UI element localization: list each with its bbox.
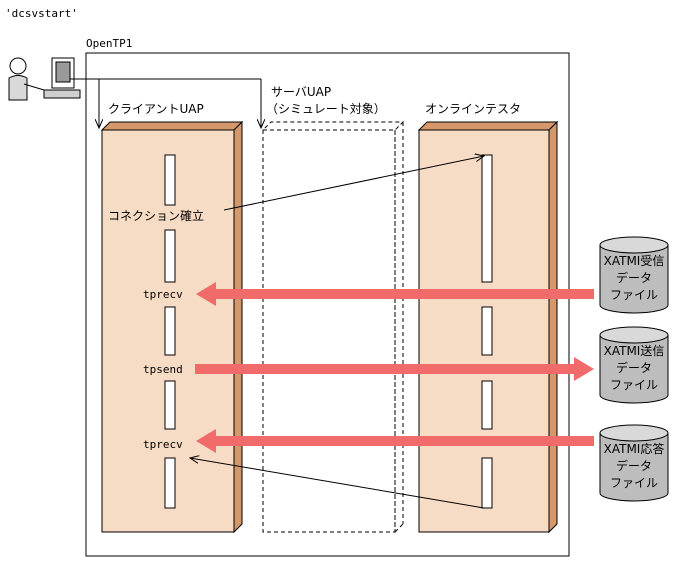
file3-line1: XATMI応答 bbox=[604, 441, 665, 456]
receive-data-arrow-1 bbox=[196, 282, 594, 306]
client-uap-label: クライアントUAP bbox=[108, 102, 204, 116]
tprecv-label-1: tprecv bbox=[143, 288, 183, 301]
tpsend-label: tpsend bbox=[143, 363, 183, 376]
xatmi-response-file-icon bbox=[599, 424, 669, 502]
file3-line3: ファイル bbox=[610, 476, 658, 490]
file2-line3: ファイル bbox=[610, 378, 658, 392]
server-uap-lifeline bbox=[261, 121, 405, 533]
command-label: 'dcsvstart' bbox=[5, 7, 78, 20]
connect-label: コネクション確立 bbox=[108, 208, 204, 223]
file3-line2: データ bbox=[616, 458, 652, 473]
opentp1-label: OpenTP1 bbox=[86, 37, 132, 50]
user-at-computer-icon bbox=[8, 57, 81, 101]
response-return-arrow bbox=[190, 458, 485, 509]
online-tester-lifeline bbox=[417, 120, 559, 534]
start-arrows bbox=[70, 78, 261, 128]
tprecv-label-2: tprecv bbox=[143, 438, 183, 451]
online-tester-label: オンラインテスタ bbox=[425, 102, 521, 116]
file2-line2: データ bbox=[616, 360, 652, 375]
connect-message-arrow bbox=[223, 156, 484, 211]
opentp1-boundary bbox=[85, 52, 570, 557]
receive-data-arrow-2 bbox=[196, 429, 594, 453]
file1-line3: ファイル bbox=[610, 288, 658, 302]
file1-line1: XATMI受信 bbox=[604, 254, 665, 268]
xatmi-receive-file-icon bbox=[599, 236, 669, 314]
server-uap-label: サーバUAP bbox=[271, 85, 331, 99]
send-data-arrow bbox=[195, 357, 594, 381]
xatmi-send-file-icon bbox=[599, 326, 669, 404]
client-uap-lifeline bbox=[100, 120, 244, 534]
file2-line1: XATMI送信 bbox=[604, 343, 665, 358]
file1-line2: データ bbox=[616, 270, 652, 285]
server-uap-sublabel: （シミュレート対象） bbox=[266, 102, 386, 116]
